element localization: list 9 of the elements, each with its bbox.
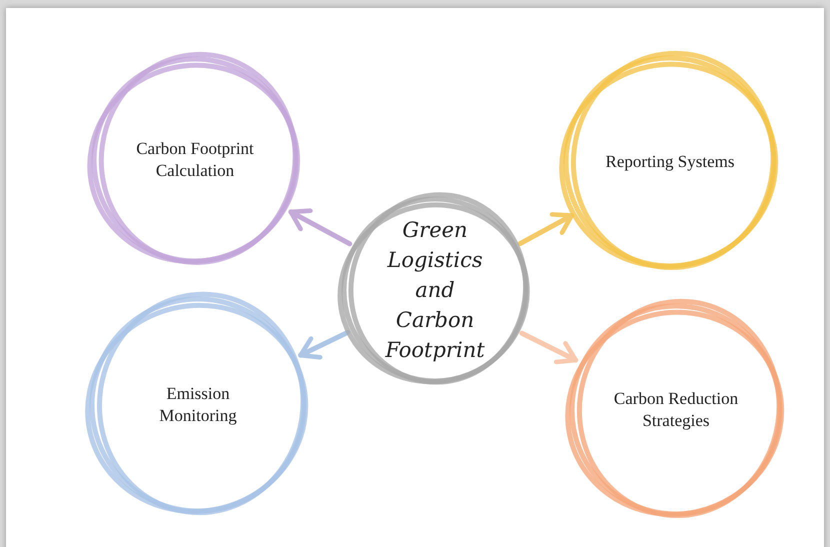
arrow bbox=[519, 330, 578, 364]
topic-label: Green Logistics and Carbon Footprint bbox=[384, 217, 486, 364]
topic-label: Emission Monitoring bbox=[158, 383, 238, 427]
topic-label: Carbon Reduction Strategies bbox=[612, 388, 740, 432]
topic-label: Carbon Footprint Calculation bbox=[135, 138, 255, 182]
arrow bbox=[518, 212, 574, 246]
arrow bbox=[288, 208, 352, 246]
topic-label: Reporting Systems bbox=[604, 151, 736, 173]
arrow bbox=[298, 330, 350, 360]
